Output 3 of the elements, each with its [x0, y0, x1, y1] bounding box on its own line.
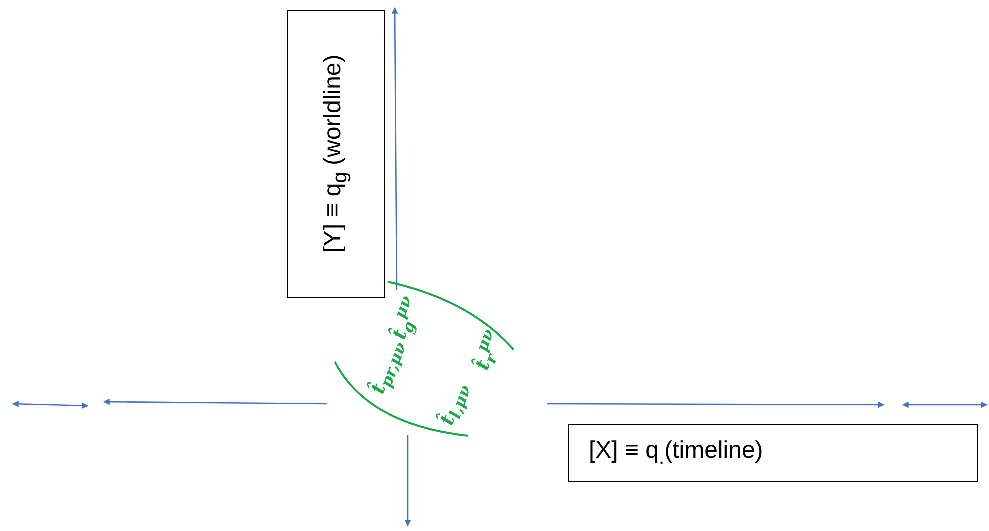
axis-label: [X] ≡ q$_{.}$(timeline): [589, 437, 764, 470]
text-box: [568, 424, 978, 482]
text-box: [287, 10, 385, 298]
